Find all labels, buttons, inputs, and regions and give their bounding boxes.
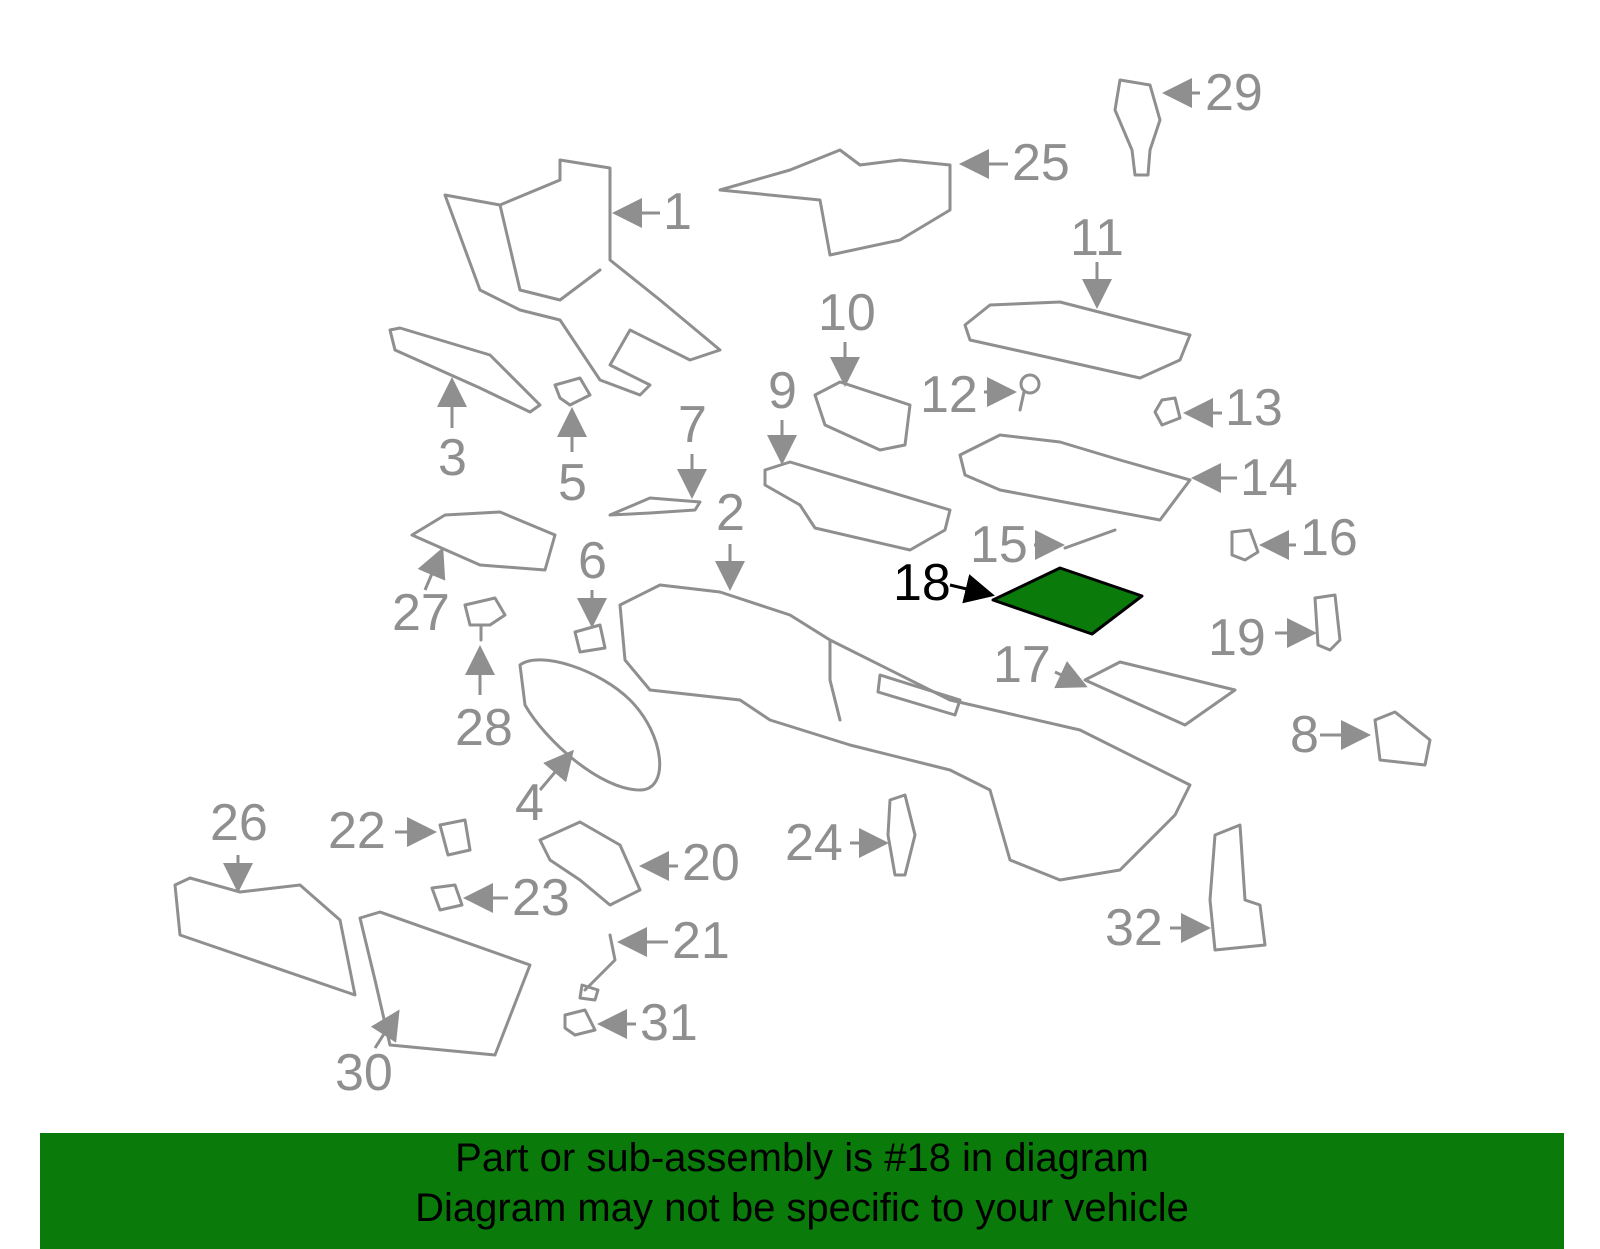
part-11-armrest-lid <box>963 300 1192 380</box>
part-32-bracket <box>1208 823 1267 952</box>
part-13-clip <box>1153 396 1182 427</box>
callout-23: 23 <box>512 869 570 927</box>
part-23-clip <box>430 883 464 912</box>
callout-20: 20 <box>682 834 740 892</box>
callout-12: 12 <box>920 366 978 424</box>
callout-24: 24 <box>785 814 843 872</box>
callout-19: 19 <box>1208 609 1266 667</box>
callout-1: 1 <box>663 183 692 241</box>
callout-29: 29 <box>1205 64 1263 122</box>
callout-2: 2 <box>716 484 745 542</box>
part-7-insulator <box>608 496 702 517</box>
part-1-console-trim <box>443 158 722 397</box>
info-banner: Part or sub-assembly is #18 in diagram D… <box>40 1133 1564 1249</box>
callout-28: 28 <box>455 699 513 757</box>
part-19-vent <box>1313 593 1342 652</box>
callout-25: 25 <box>1012 134 1070 192</box>
callout-27: 27 <box>392 584 450 642</box>
callout-17: 17 <box>993 636 1051 694</box>
part-30-side-trim <box>358 910 532 1057</box>
part-16-clip <box>1230 528 1260 562</box>
callout-3: 3 <box>438 429 467 487</box>
callout-13: 13 <box>1225 379 1283 437</box>
part-15-pin <box>1063 528 1117 550</box>
callout-6: 6 <box>578 532 607 590</box>
part-20-shifter-assembly <box>538 820 642 907</box>
callout-21: 21 <box>672 912 730 970</box>
banner-line-1: Part or sub-assembly is #18 in diagram <box>455 1136 1149 1180</box>
parts-diagram: 1 25 29 11 10 12 13 9 14 <box>173 64 1432 1102</box>
part-14-armrest-base <box>958 433 1192 522</box>
callout-15: 15 <box>970 516 1028 574</box>
part-8-bracket <box>1373 710 1432 767</box>
part-21-cable <box>578 933 617 1002</box>
callout-4: 4 <box>515 774 544 832</box>
callout-5: 5 <box>558 454 587 512</box>
part-26-lower-trim <box>173 876 357 997</box>
part-10-storage-box <box>813 380 912 452</box>
part-18-highlighted-mat <box>991 566 1144 636</box>
part-2-console-body <box>618 583 1192 882</box>
part-5-bracket <box>553 376 592 407</box>
callout-14: 14 <box>1240 449 1298 507</box>
part-31-clip <box>563 1008 597 1037</box>
callout-26: 26 <box>210 794 268 852</box>
banner-line-2: Diagram may not be specific to your vehi… <box>415 1186 1189 1230</box>
part-24-lock-cylinder <box>886 793 917 877</box>
part-4-side-panel <box>518 658 662 792</box>
part-17-bin-liner <box>1083 660 1237 727</box>
part-28-screw <box>463 596 507 642</box>
part-6-clip <box>573 623 607 654</box>
callout-10: 10 <box>818 284 876 342</box>
part-27-cover <box>410 510 557 572</box>
callout-22: 22 <box>328 802 386 860</box>
callout-7: 7 <box>678 396 707 454</box>
part-3-trim-strip <box>388 326 542 414</box>
part-9-tray <box>763 460 952 552</box>
callout-16: 16 <box>1300 509 1358 567</box>
callout-9: 9 <box>768 362 797 420</box>
callout-30: 30 <box>335 1044 393 1102</box>
part-12-fastener <box>1018 373 1041 412</box>
callout-32: 32 <box>1105 899 1163 957</box>
callout-11: 11 <box>1070 209 1124 267</box>
callout-31: 31 <box>640 994 698 1052</box>
part-22-switch <box>438 818 472 857</box>
part-29-shift-knob <box>1113 78 1162 177</box>
callout-8: 8 <box>1290 706 1319 764</box>
callout-18: 18 <box>893 554 951 612</box>
part-25-shift-boot <box>718 148 952 257</box>
